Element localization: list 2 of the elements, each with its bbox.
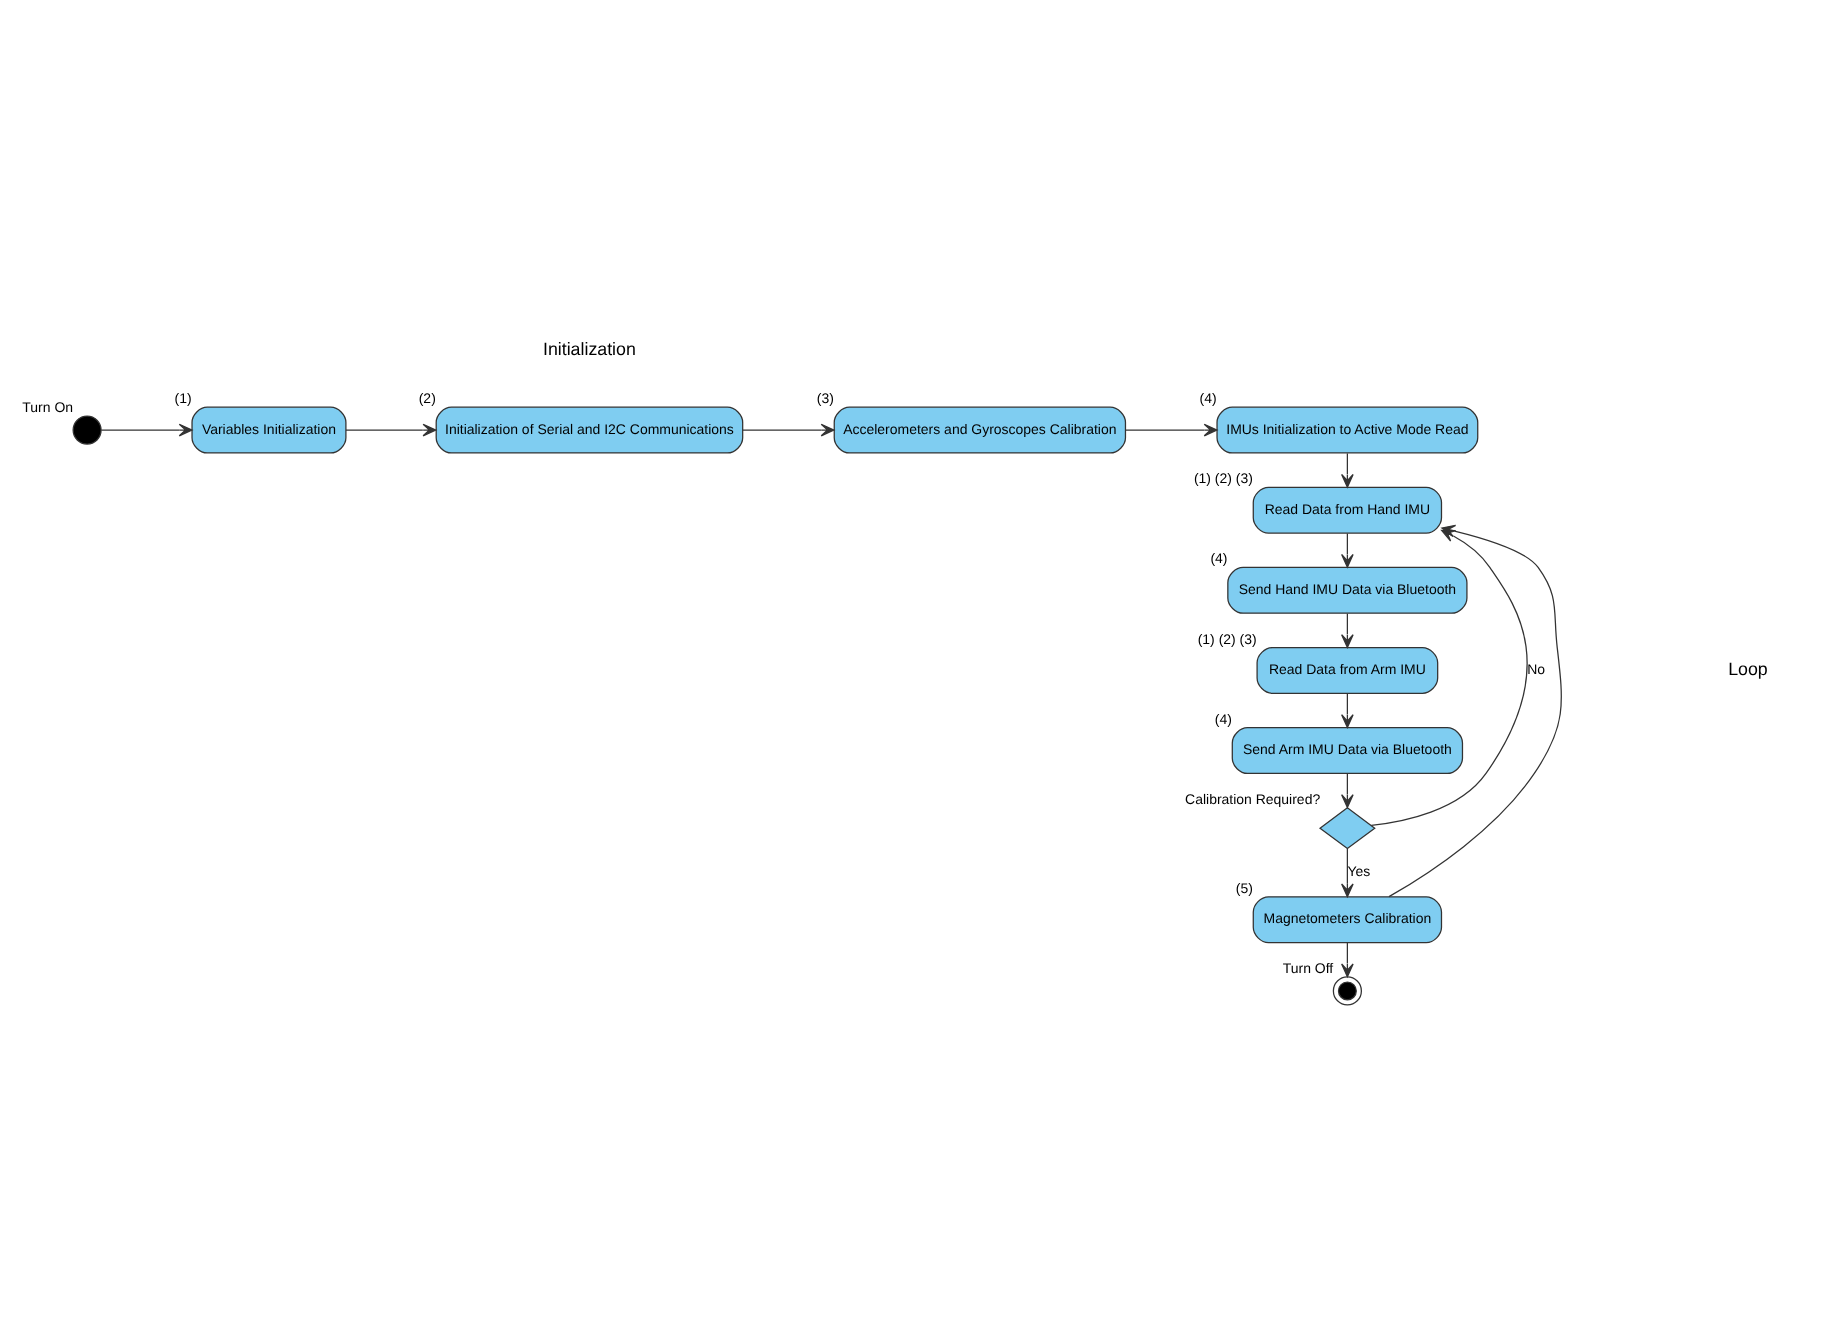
label: Initialization [542,338,636,359]
label: Loop [1728,659,1768,680]
